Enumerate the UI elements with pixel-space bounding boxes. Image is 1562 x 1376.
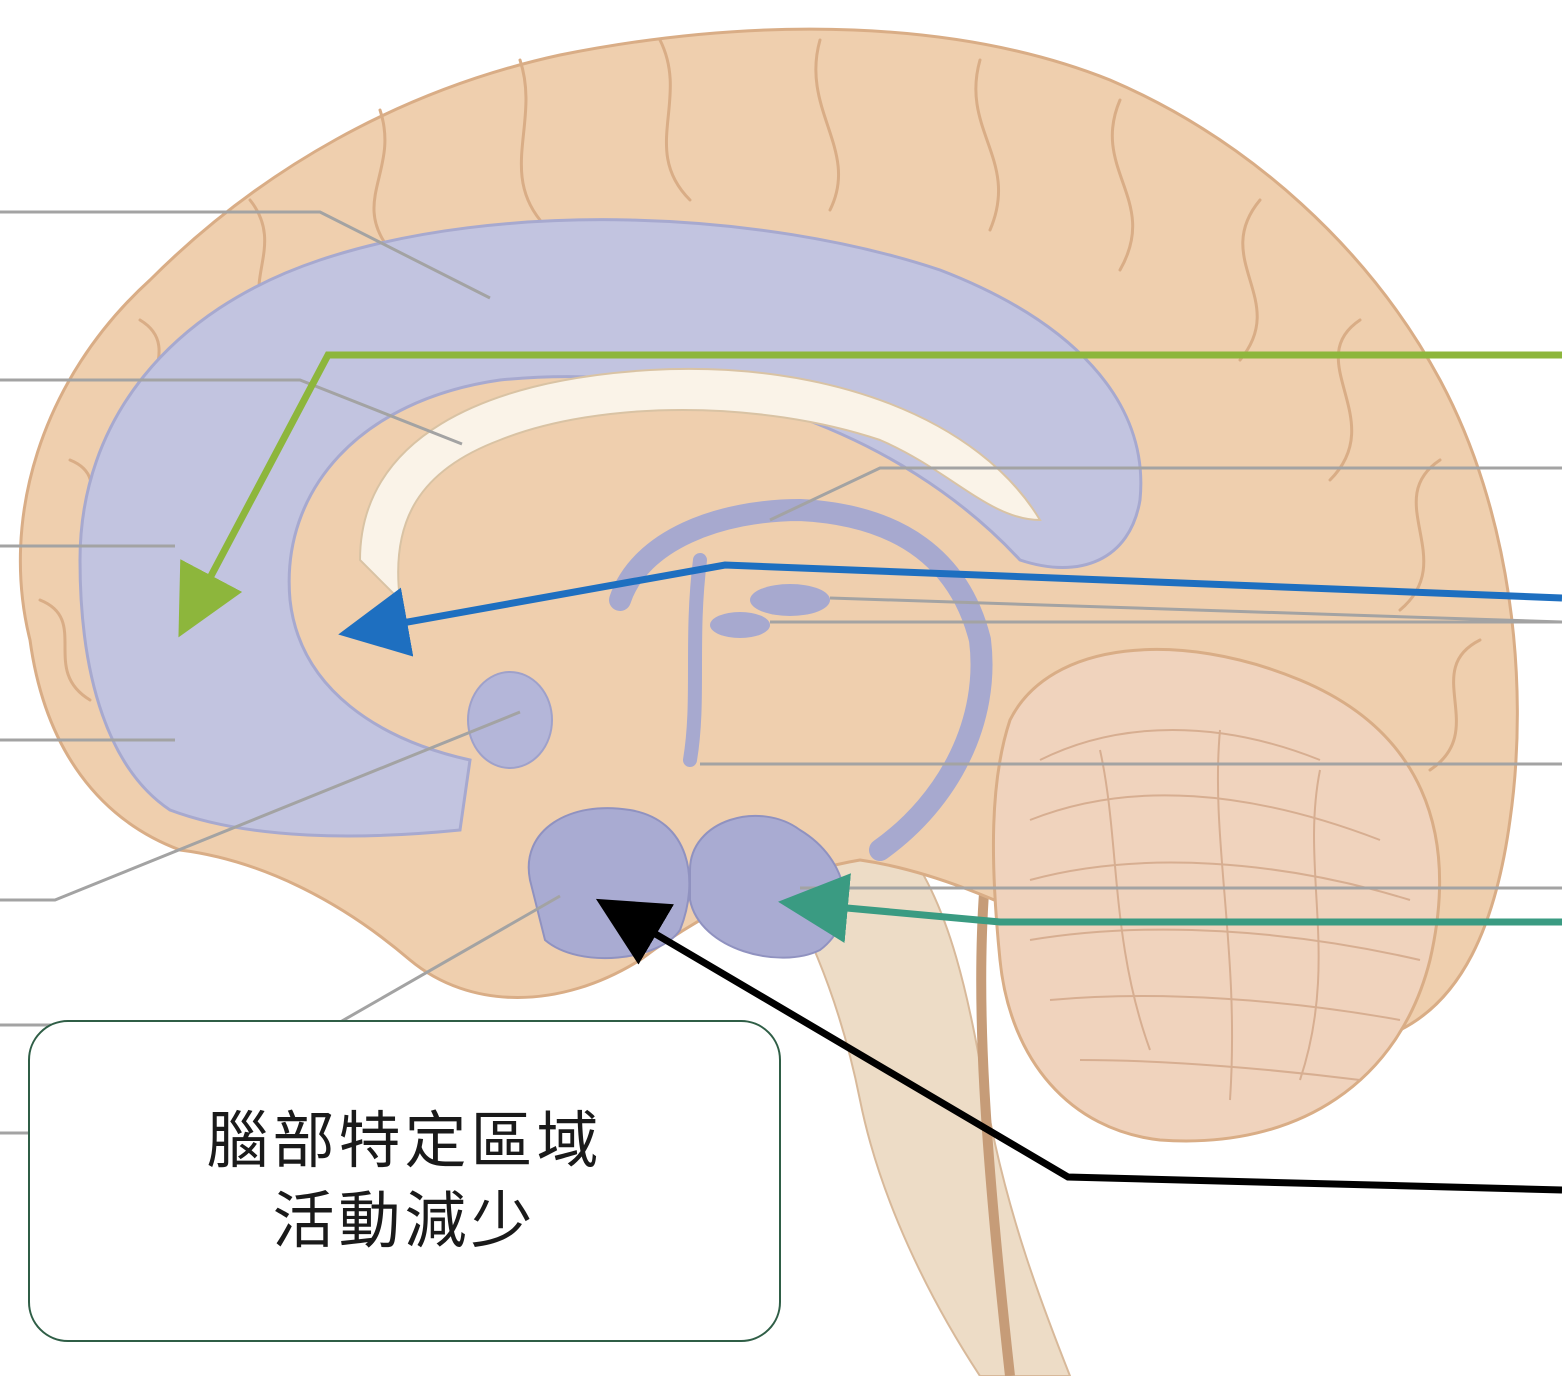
- cerebellum: [993, 649, 1439, 1141]
- septal-nucleus: [468, 672, 552, 768]
- mammillary-nucleus-upper: [750, 584, 830, 616]
- callout-line-1: 腦部特定區域: [206, 1101, 602, 1181]
- callout-line-2: 活動減少: [272, 1181, 536, 1261]
- callout-box: 腦部特定區域 活動減少: [28, 1020, 781, 1342]
- septal-column: [690, 560, 700, 760]
- mammillary-nucleus-lower: [710, 612, 770, 638]
- amygdala: [529, 808, 690, 958]
